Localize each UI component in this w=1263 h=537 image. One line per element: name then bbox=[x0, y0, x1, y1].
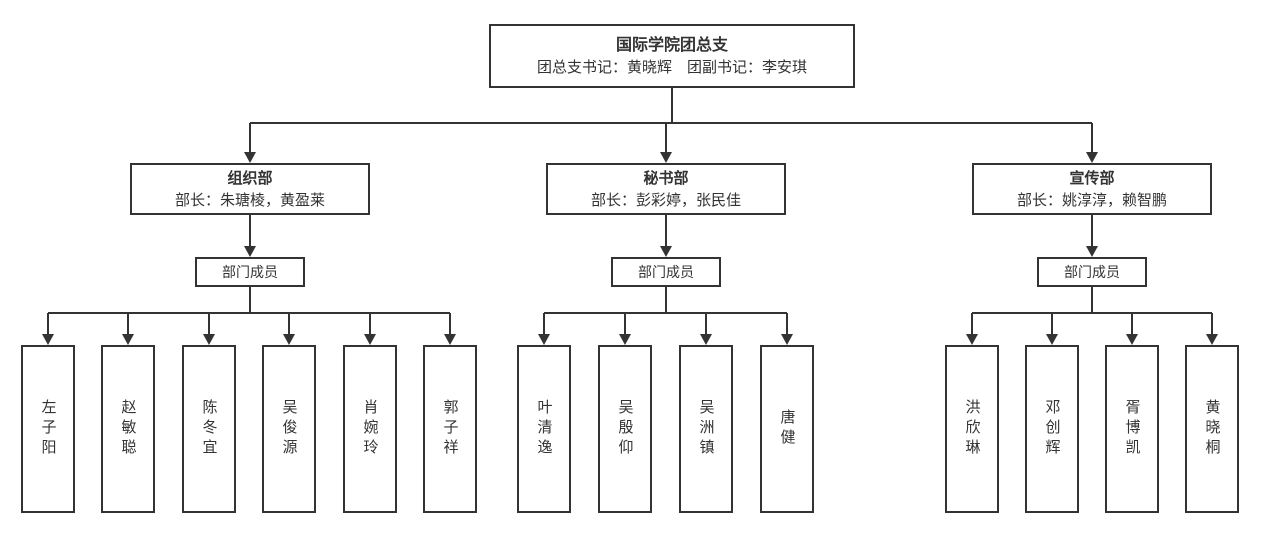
member-node: 黄晓桐 bbox=[1185, 345, 1239, 513]
member-node: 吴俊源 bbox=[262, 345, 316, 513]
member-node: 肖婉玲 bbox=[343, 345, 397, 513]
member-node: 胥博凯 bbox=[1105, 345, 1159, 513]
members-label-node: 部门成员 bbox=[611, 257, 721, 287]
member-node: 郭子祥 bbox=[423, 345, 477, 513]
arrowheads bbox=[42, 152, 1218, 345]
member-node: 吴殷仰 bbox=[598, 345, 652, 513]
member-node: 左子阳 bbox=[21, 345, 75, 513]
department-leaders: 部长：彭彩婷，张民佳 bbox=[590, 191, 741, 209]
department-node-xuanchuanbu: 宣传部 部长：姚淳淳，赖智鹏 bbox=[972, 163, 1212, 215]
members-label-node: 部门成员 bbox=[1037, 257, 1147, 287]
department-name: 宣传部 bbox=[1069, 169, 1115, 187]
department-name: 组织部 bbox=[227, 169, 273, 187]
department-leaders: 部长：朱瑭棱，黄盈莱 bbox=[174, 191, 325, 209]
department-node-mishubu: 秘书部 部长：彭彩婷，张民佳 bbox=[546, 163, 786, 215]
member-node: 洪欣琳 bbox=[945, 345, 999, 513]
member-node: 陈冬宜 bbox=[182, 345, 236, 513]
department-node-zuzhibu: 组织部 部长：朱瑭棱，黄盈莱 bbox=[130, 163, 370, 215]
members-label-node: 部门成员 bbox=[195, 257, 305, 287]
department-leaders: 部长：姚淳淳，赖智鹏 bbox=[1016, 191, 1167, 209]
member-node: 吴洲镇 bbox=[679, 345, 733, 513]
member-node: 叶清逸 bbox=[517, 345, 571, 513]
root-subtitle: 团总支书记：黄晓辉 团副书记：李安琪 bbox=[536, 58, 807, 76]
root-node: 国际学院团总支 团总支书记：黄晓辉 团副书记：李安琪 bbox=[489, 24, 855, 88]
member-node: 邓创辉 bbox=[1025, 345, 1079, 513]
member-node: 赵敏聪 bbox=[101, 345, 155, 513]
member-node: 唐健 bbox=[760, 345, 814, 513]
root-title: 国际学院团总支 bbox=[615, 36, 728, 54]
department-name: 秘书部 bbox=[643, 169, 689, 187]
